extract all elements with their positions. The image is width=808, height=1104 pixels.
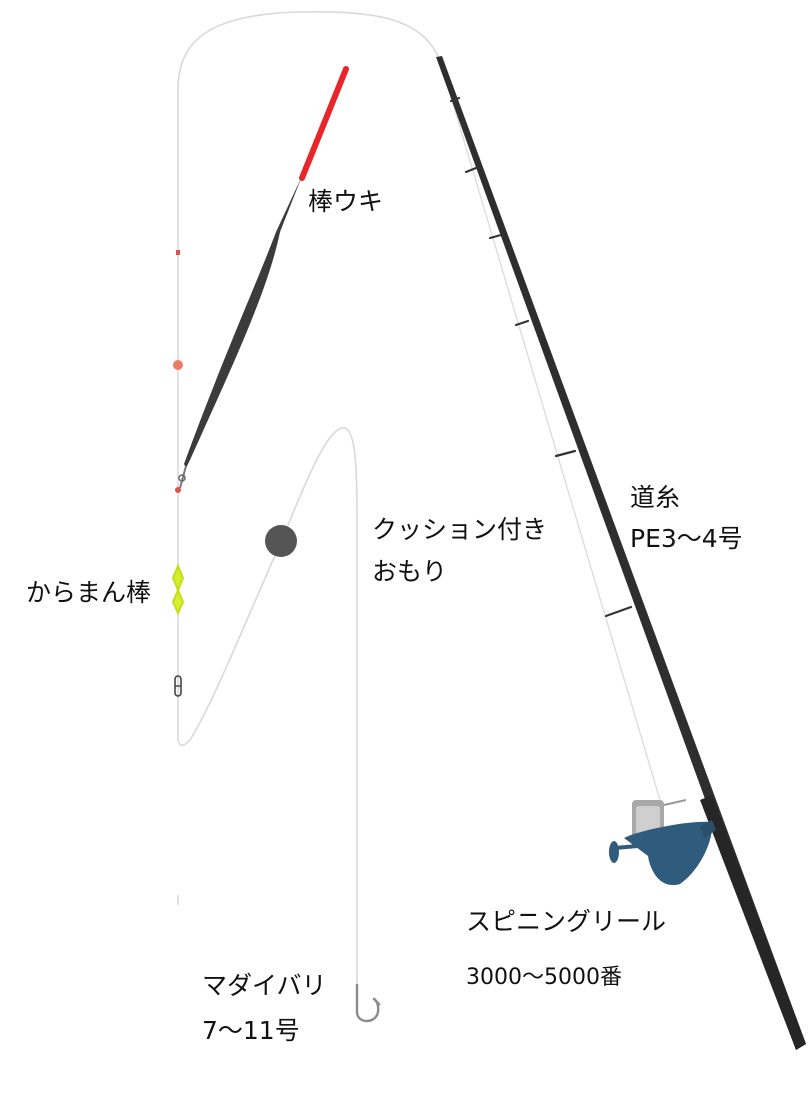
hook-barb: [373, 998, 381, 1006]
line-stopper-mark: [176, 250, 180, 255]
main-line: [177, 10, 439, 747]
float-body: [184, 176, 302, 468]
float-bead: [175, 487, 181, 493]
hook: [355, 983, 380, 1023]
float-top: [299, 66, 349, 181]
hook-spec: 7〜11号: [202, 1016, 300, 1045]
cushion-sinker: [265, 525, 297, 557]
float-label: 棒ウキ: [308, 187, 384, 216]
sinker-bead: [173, 360, 183, 370]
sinker-line: [189, 427, 358, 1005]
karaman-stopper: [171, 563, 185, 616]
reel-spec: 3000〜5000番: [466, 965, 622, 990]
reel-title: スピニングリール: [466, 907, 667, 936]
spinning-reel: [609, 799, 716, 886]
line-spec: PE3〜4号: [630, 524, 743, 553]
sinker-label-line2: おもり: [372, 557, 448, 586]
stopper-label: からまん棒: [26, 578, 152, 607]
rod-butt: [700, 795, 806, 1050]
sinker-label-line1: クッション付き: [372, 515, 548, 544]
line-through-guides: [439, 59, 661, 801]
float-stem: [179, 465, 187, 489]
float-swivel: [178, 474, 186, 482]
hook-title: マダイバリ: [202, 971, 327, 1000]
line-title: 道糸: [630, 483, 681, 512]
rod-guides: [449, 96, 633, 618]
